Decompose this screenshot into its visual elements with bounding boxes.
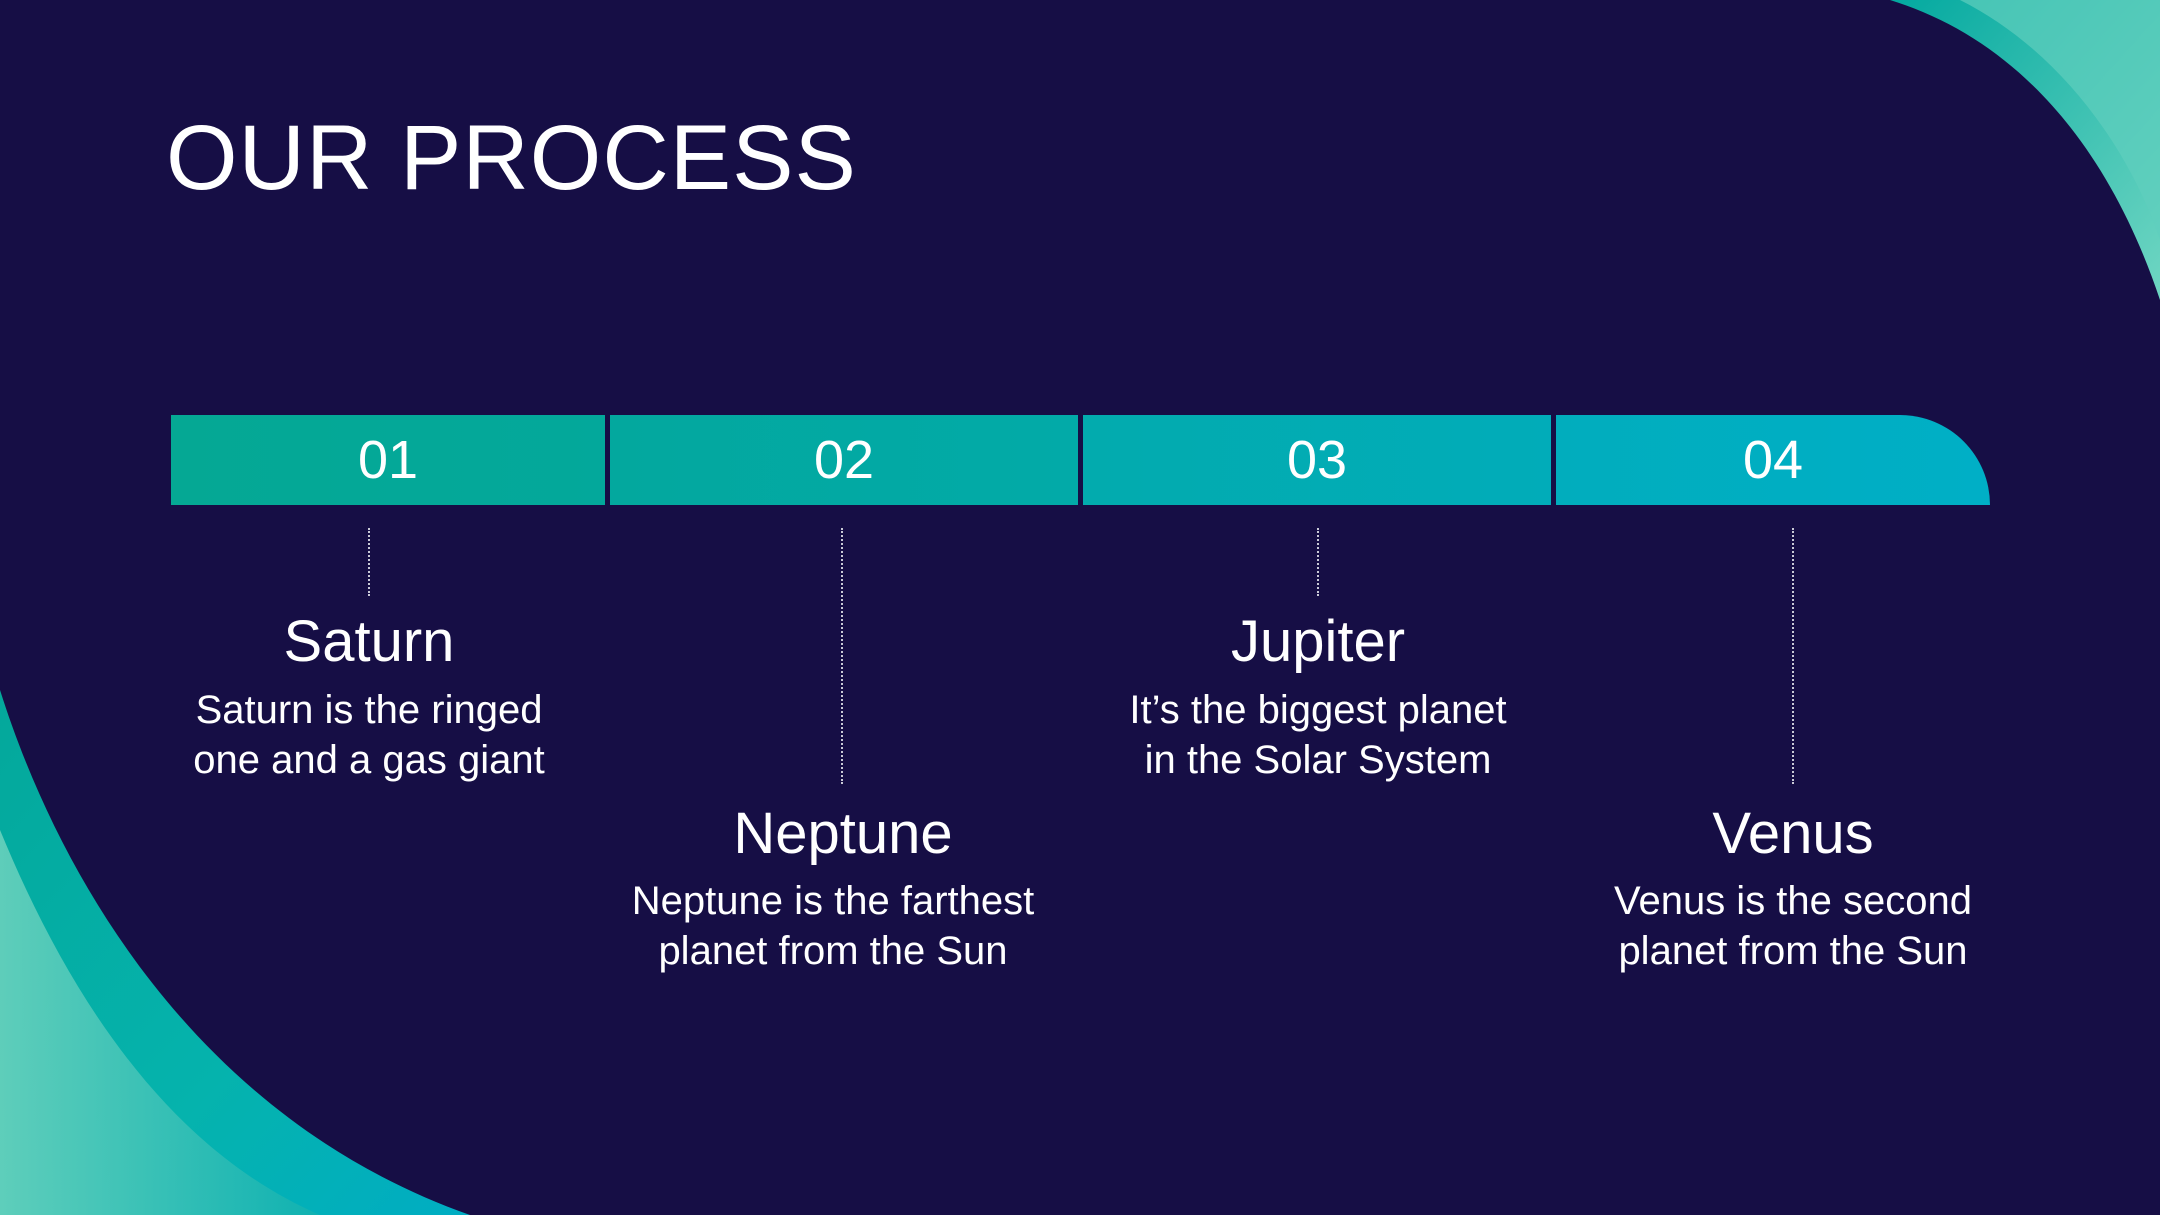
- step-number-04: 04: [1556, 415, 1990, 505]
- step-title-jupiter: Jupiter: [1230, 609, 1406, 674]
- step-title-neptune: Neptune: [733, 801, 953, 866]
- step-title-venus: Venus: [1712, 801, 1874, 866]
- step-description-jupiter: It’s the biggest planet in the Solar Sys…: [1129, 688, 1507, 782]
- step-description-neptune: Neptune is the farthest planet from the …: [631, 879, 1035, 973]
- top-right-wave-inner: [1960, 0, 2160, 240]
- connector-03: [1317, 528, 1319, 596]
- step-number-02: 02: [610, 415, 1078, 505]
- step-number-03: 03: [1083, 415, 1551, 505]
- step-description-saturn: Saturn is the ringed one and a gas giant: [193, 688, 545, 782]
- step-description-venus: Venus is the second planet from the Sun: [1613, 879, 1973, 973]
- connector-01: [368, 528, 370, 596]
- page-title: OUR PROCESS: [166, 107, 857, 209]
- bottom-left-wave-inner: [0, 830, 320, 1215]
- connector-02: [841, 528, 843, 784]
- step-number-01: 01: [171, 415, 605, 505]
- connector-04: [1792, 528, 1794, 784]
- step-title-saturn: Saturn: [283, 609, 455, 674]
